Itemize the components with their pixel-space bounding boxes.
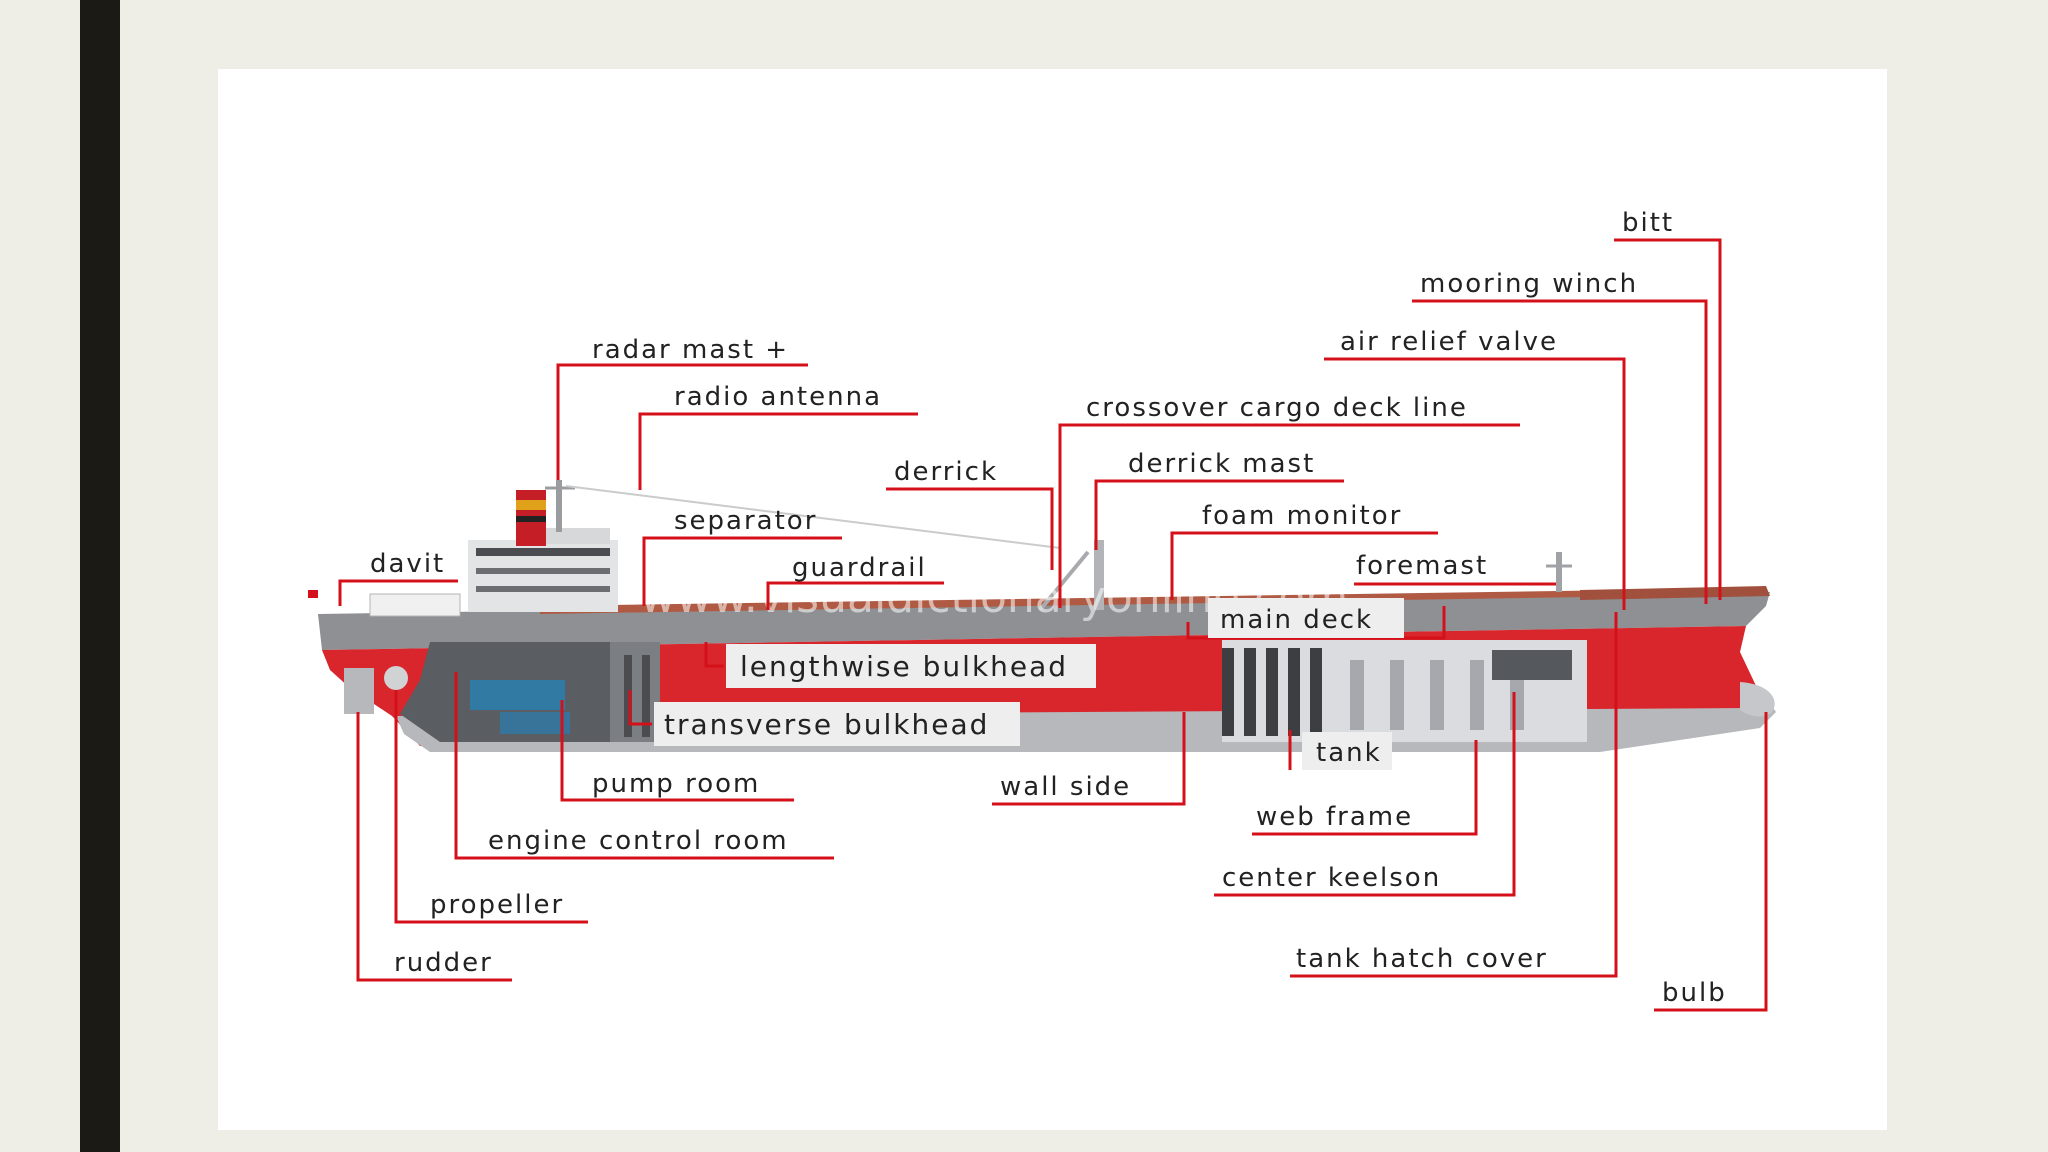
davit-leader [338,579,458,606]
web-frame-leader [1252,740,1478,836]
center-keelson-leader [1214,692,1516,897]
guardrail-leader [766,581,944,610]
main-deck-label-box [1208,598,1404,638]
label-davit: davit [370,549,445,579]
tank-hatch-cover-leader [1290,612,1618,978]
hull-upper-band [318,592,1770,650]
label-air-relief-valve: air relief valve [1340,327,1558,357]
label-foremast: foremast [1356,551,1488,581]
radar-mast-leader [556,363,808,480]
derrick-shape [1038,550,1090,612]
lengthwise-bulkhead-label-box [726,644,1096,688]
label-engine-control-room: engine control room [488,826,789,856]
label-center-keelson: center keelson [1222,863,1441,893]
pump-room-pillar [642,655,650,737]
tank-label-box [1302,732,1392,770]
label-tank: tank [1316,738,1382,768]
crossover-cargo-deck-line-leader [1058,423,1520,608]
tank-frames [1222,648,1322,736]
label-web-frame: web frame [1256,802,1413,832]
forecastle [1580,586,1770,600]
label-propeller: propeller [430,890,564,920]
deck-windows [476,586,610,592]
transverse-bulkhead-label-box [654,702,1020,746]
engine-machinery [470,680,565,710]
engine-control-room-leader [454,672,834,860]
propeller-shape [384,666,408,690]
radio-antenna-leader [638,412,918,490]
propeller-leader [394,690,588,924]
wall-side-leader [992,712,1186,806]
label-crossover-cargo-deck-line: crossover cargo deck line [1086,393,1468,423]
derrick-mast-leader [1094,479,1344,550]
pump-room-pillar [624,655,632,737]
deck-surface [540,588,1768,614]
label-wall-side: wall side [1000,772,1131,802]
funnel-band-dark [516,516,546,522]
foremast-shape [1556,552,1562,592]
labels: bitt mooring winch air relief valve rada… [370,208,1727,1008]
bulb-shape [1740,682,1775,717]
lengthwise-bulkhead-leader [704,642,724,668]
bulb-leader [1654,712,1768,1012]
pump-room-cutaway [610,642,660,742]
ship-illustration [308,480,1776,752]
label-derrick-mast: derrick mast [1128,449,1315,479]
label-main-deck: main deck [1220,605,1373,635]
lifeboat [369,593,461,617]
separator-leader [642,536,842,606]
derrick-mast-shape [1094,540,1104,610]
slide-side-bar [80,0,120,1152]
leader-lines [338,238,1768,1012]
label-separator: separator [674,506,817,536]
engine-machinery-lower [500,712,570,734]
foam-monitor-leader [1170,531,1438,600]
label-radar-mast: radar mast + [592,335,789,365]
stern-flag [308,590,318,598]
label-derrick: derrick [894,457,998,487]
label-radio-antenna: radio antenna [674,382,882,412]
bridge-windows [476,548,610,556]
transverse-bulkhead-leader [628,690,652,726]
wheelhouse [540,528,610,544]
label-rudder: rudder [394,948,493,978]
label-foam-monitor: foam monitor [1202,501,1402,531]
web-frames [1350,660,1524,730]
pump-room-leader [560,700,794,802]
rudder-shape [344,668,374,714]
label-bitt: bitt [1622,208,1674,238]
label-lengthwise-bulkhead: lengthwise bulkhead [740,650,1068,683]
deck-windows [476,568,610,574]
radar-mast-shape [556,480,562,532]
label-guardrail: guardrail [792,553,927,583]
center-keelson-shape [1492,650,1572,680]
bitt-leader [1614,238,1722,600]
radio-antenna-wire [565,485,1061,549]
label-tank-hatch-cover: tank hatch cover [1296,944,1548,974]
derrick-leader [886,487,1054,570]
funnel-band [516,500,546,510]
air-relief-valve-leader [1324,357,1626,610]
mooring-winch-leader [1412,299,1708,604]
label-mooring-winch: mooring winch [1420,269,1638,299]
label-bulb: bulb [1662,978,1727,1008]
label-pump-room: pump room [592,769,760,799]
rudder-leader [356,712,512,982]
label-transverse-bulkhead: transverse bulkhead [664,708,989,741]
